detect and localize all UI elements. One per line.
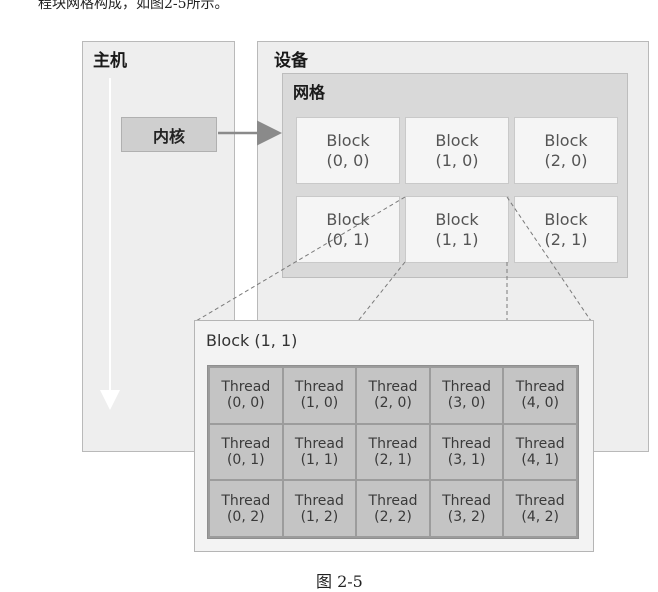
- thread-label: Thread: [442, 379, 492, 396]
- thread-coord: (4, 1): [521, 451, 559, 468]
- block-label: Block: [435, 209, 479, 229]
- block-label: Block: [435, 130, 479, 150]
- thread-cell: Thread(2, 1): [357, 424, 429, 480]
- thread-cell: Thread(3, 1): [430, 424, 503, 480]
- block-coord: (1, 0): [435, 150, 479, 170]
- thread-cell: Thread(4, 0): [504, 368, 576, 423]
- thread-cell: Thread(3, 0): [430, 368, 503, 423]
- block-label: Block: [326, 130, 370, 150]
- thread-label: Thread: [294, 379, 344, 396]
- thread-coord: (1, 2): [300, 508, 339, 525]
- thread-coord: (3, 1): [447, 451, 486, 468]
- thread-coord: (2, 1): [374, 451, 412, 468]
- thread-cell: Thread(2, 2): [357, 481, 429, 536]
- thread-coord: (0, 2): [226, 508, 265, 525]
- block-2-0: Block (2, 0): [514, 117, 618, 184]
- grid-title: 网格: [293, 83, 326, 102]
- intro-text: 程块网格构成，如图2-5所示。: [38, 0, 229, 12]
- thread-coord: (2, 2): [374, 508, 412, 525]
- thread-label: Thread: [368, 492, 418, 509]
- block-coord: (2, 1): [544, 229, 588, 249]
- kernel-box: 内核: [121, 117, 217, 152]
- thread-label: Thread: [221, 435, 271, 452]
- thread-coord: (1, 0): [300, 395, 339, 412]
- thread-label: Thread: [294, 492, 344, 509]
- block-detail-title: Block (1, 1): [206, 331, 298, 350]
- thread-grid: Thread(0, 0) Thread(1, 0) Thread(2, 0) T…: [207, 365, 579, 539]
- thread-cell: Thread(4, 2): [504, 481, 576, 536]
- thread-cell: Thread(1, 0): [283, 368, 356, 423]
- block-label: Block: [326, 209, 370, 229]
- thread-label: Thread: [368, 435, 418, 452]
- thread-coord: (3, 0): [447, 395, 486, 412]
- thread-label: Thread: [294, 435, 344, 452]
- block-coord: (2, 0): [544, 150, 588, 170]
- thread-cell: Thread(1, 2): [283, 481, 356, 536]
- block-0-1: Block (0, 1): [296, 196, 400, 263]
- thread-coord: (2, 0): [374, 395, 412, 412]
- thread-cell: Thread(0, 0): [210, 368, 282, 423]
- thread-label: Thread: [442, 492, 492, 509]
- thread-cell: Thread(0, 2): [210, 481, 282, 536]
- thread-label: Thread: [221, 492, 271, 509]
- thread-coord: (0, 1): [226, 451, 265, 468]
- thread-label: Thread: [221, 379, 271, 396]
- block-coord: (1, 1): [435, 229, 479, 249]
- thread-coord: (4, 0): [521, 395, 559, 412]
- block-2-1: Block (2, 1): [514, 196, 618, 263]
- thread-label: Thread: [442, 435, 492, 452]
- thread-label: Thread: [515, 492, 565, 509]
- thread-cell: Thread(2, 0): [357, 368, 429, 423]
- thread-coord: (1, 1): [300, 451, 339, 468]
- thread-coord: (4, 2): [521, 508, 559, 525]
- thread-cell: Thread(0, 1): [210, 424, 282, 480]
- block-1-0: Block (1, 0): [405, 117, 509, 184]
- thread-label: Thread: [515, 435, 565, 452]
- thread-label: Thread: [368, 379, 418, 396]
- thread-coord: (3, 2): [447, 508, 486, 525]
- thread-cell: Thread(3, 2): [430, 481, 503, 536]
- block-0-0: Block (0, 0): [296, 117, 400, 184]
- block-coord: (0, 1): [326, 229, 370, 249]
- thread-label: Thread: [515, 379, 565, 396]
- device-title: 设备: [274, 51, 308, 71]
- block-coord: (0, 0): [326, 150, 370, 170]
- block-label: Block: [544, 209, 588, 229]
- host-title: 主机: [93, 51, 127, 71]
- block-1-1: Block (1, 1): [405, 196, 509, 263]
- thread-cell: Thread(1, 1): [283, 424, 356, 480]
- thread-cell: Thread(4, 1): [504, 424, 576, 480]
- figure-caption: 图 2-5: [316, 572, 363, 591]
- block-detail-panel: Block (1, 1) Thread(0, 0) Thread(1, 0) T…: [194, 320, 594, 552]
- thread-coord: (0, 0): [226, 395, 265, 412]
- block-label: Block: [544, 130, 588, 150]
